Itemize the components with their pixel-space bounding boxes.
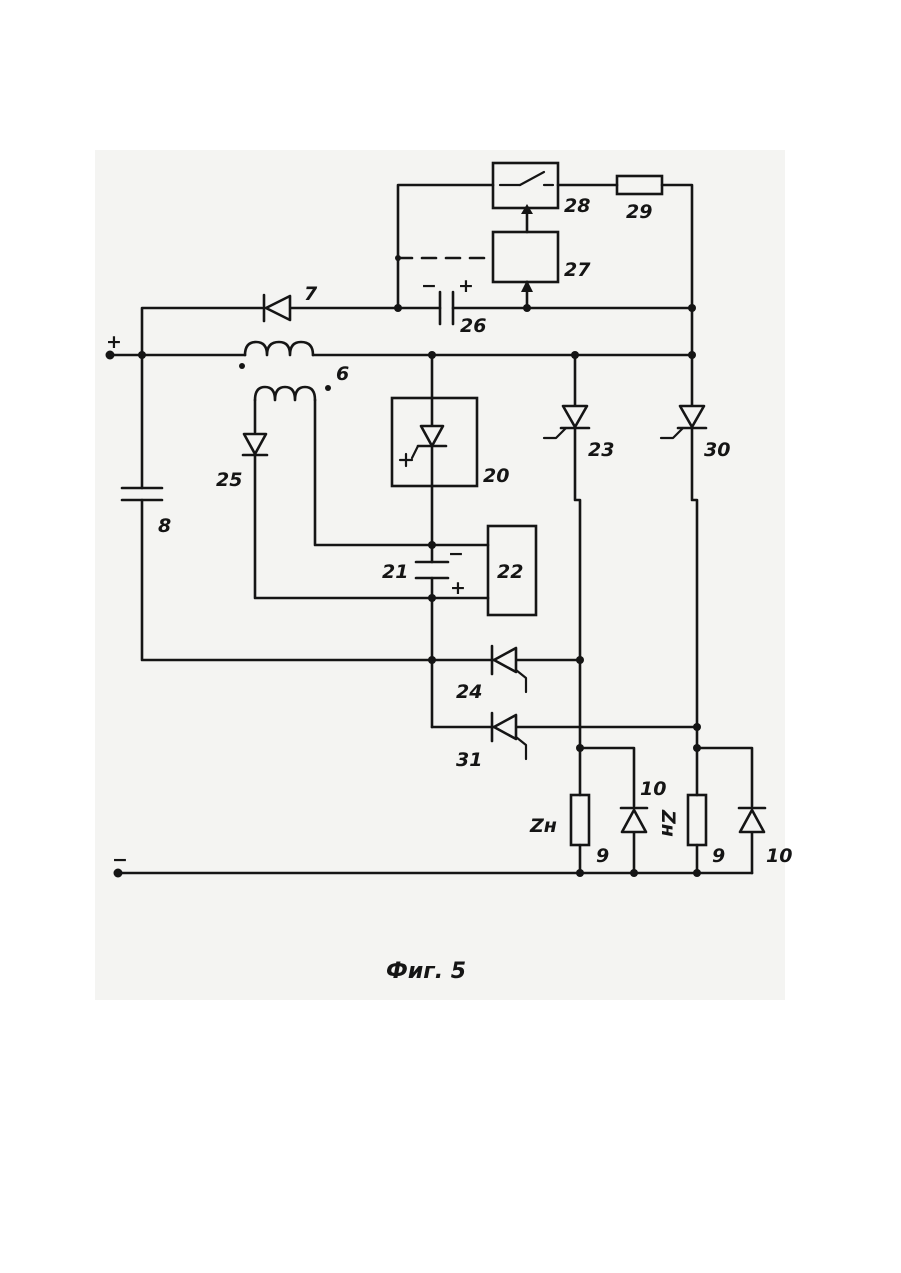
label-capacitor-21: 21 xyxy=(382,561,408,583)
label-diode-25: 25 xyxy=(216,469,242,491)
label-zn-left: Zн xyxy=(529,815,557,837)
figure-caption: Фиг. 5 xyxy=(386,959,466,984)
label-diode-7: 7 xyxy=(304,283,318,305)
block-27 xyxy=(493,232,558,292)
thyristor-31 xyxy=(492,713,526,759)
label-resistor-29: 29 xyxy=(626,201,652,223)
thyristor-30 xyxy=(661,406,706,438)
label-inductor-6: 6 xyxy=(336,363,349,385)
load-resistor-9-right xyxy=(688,795,706,845)
terminal-positive: + xyxy=(106,331,122,353)
terminal-negative: − xyxy=(112,849,128,871)
label-load-9-right: 9 xyxy=(712,845,725,867)
label-c26-minus: − xyxy=(421,275,437,297)
label-capacitor-8: 8 xyxy=(158,515,171,537)
label-zn-right: Zн xyxy=(657,809,679,837)
labels: + − 28 29 27 7 − + 26 6 25 8 20 21 − + 2… xyxy=(106,195,792,984)
label-thyristor-31: 31 xyxy=(456,749,482,771)
diode-25 xyxy=(243,434,267,455)
capacitor-8 xyxy=(122,488,162,500)
label-c26-plus: + xyxy=(458,275,474,297)
label-capacitor-26: 26 xyxy=(460,315,486,337)
label-thyristor-24: 24 xyxy=(456,681,482,703)
thyristor-24 xyxy=(492,646,526,692)
label-c21-minus: − xyxy=(448,543,464,565)
label-block-22: 22 xyxy=(497,561,523,583)
diode-7 xyxy=(264,295,290,321)
load-resistor-9-left xyxy=(571,795,589,845)
label-diode-10-left: 10 xyxy=(640,778,666,800)
capacitor-21 xyxy=(416,562,448,578)
capacitor-26 xyxy=(440,292,453,324)
label-diode-10-right: 10 xyxy=(766,845,792,867)
diode-10-left xyxy=(621,808,647,832)
resistor-29 xyxy=(617,176,662,194)
diode-10-right xyxy=(739,808,765,832)
label-block-20: 20 xyxy=(483,465,509,487)
label-switch-28: 28 xyxy=(564,195,590,217)
thyristor-23 xyxy=(544,406,589,438)
coupled-inductor-6 xyxy=(239,342,331,400)
label-thyristor-30: 30 xyxy=(704,439,730,461)
label-c21-plus: + xyxy=(450,577,466,599)
label-thyristor-23: 23 xyxy=(588,439,614,461)
label-load-9-left: 9 xyxy=(596,845,609,867)
label-block-27: 27 xyxy=(564,259,591,281)
switch-28 xyxy=(493,163,558,232)
block-20 xyxy=(392,398,477,486)
